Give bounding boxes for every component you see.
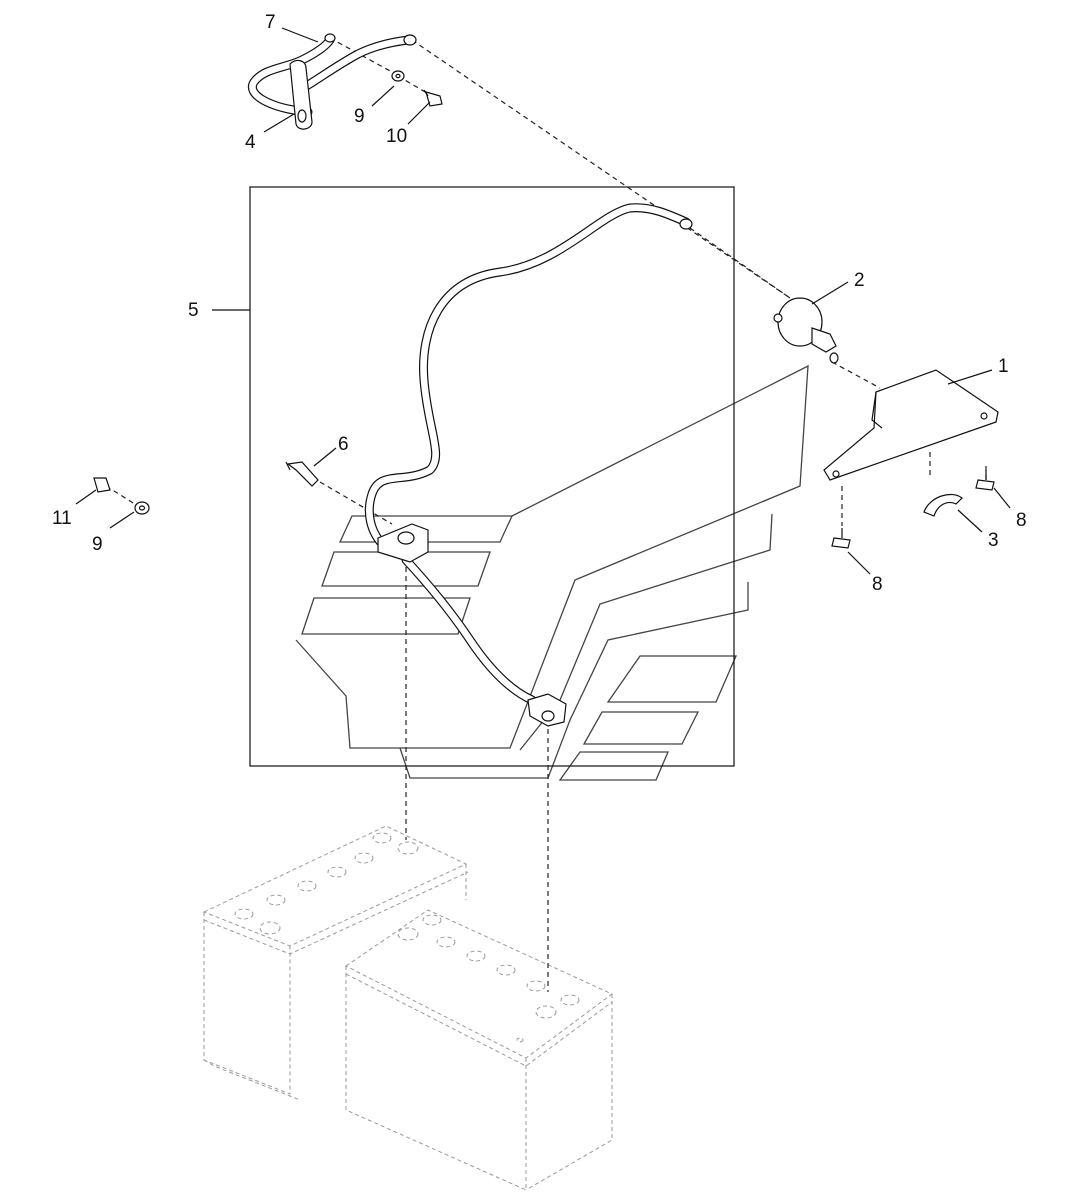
callout-9-top: 9: [354, 106, 365, 127]
switch-bracket: [823, 369, 999, 481]
washer-9-top: [391, 70, 405, 82]
cable-clamp: [289, 59, 313, 130]
terminal-bolt-6: [285, 461, 319, 487]
ground-strap-cable: [247, 33, 417, 117]
battery-cable: [364, 203, 693, 727]
screw-8-left: [831, 528, 851, 549]
watermark-logo: [295, 364, 809, 781]
callout-8-right: 8: [1016, 510, 1027, 531]
assembly-lines: [105, 37, 987, 992]
callout-9-left: 9: [92, 534, 103, 555]
washer-9-left: [134, 501, 150, 515]
battery-right: [345, 909, 613, 1191]
callout-6: 6: [338, 434, 349, 455]
callout-2: 2: [854, 270, 865, 291]
battery-left: [202, 825, 469, 1101]
bolt-11: [93, 477, 111, 493]
callout-7: 7: [265, 12, 276, 33]
bolt-10: [423, 89, 443, 107]
cable-kit-box: [249, 186, 735, 767]
screw-8-right: [975, 470, 995, 491]
retaining-clip: [923, 493, 963, 517]
callout-1: 1: [998, 356, 1009, 377]
callout-11: 11: [52, 508, 72, 529]
callout-10: 10: [386, 126, 407, 147]
leader-lines: [75, 27, 1011, 575]
callout-3: 3: [988, 530, 999, 551]
callout-5: 5: [188, 300, 199, 321]
callout-8-left: 8: [872, 574, 883, 595]
disconnect-switch: [773, 297, 839, 364]
callout-4: 4: [245, 132, 256, 153]
